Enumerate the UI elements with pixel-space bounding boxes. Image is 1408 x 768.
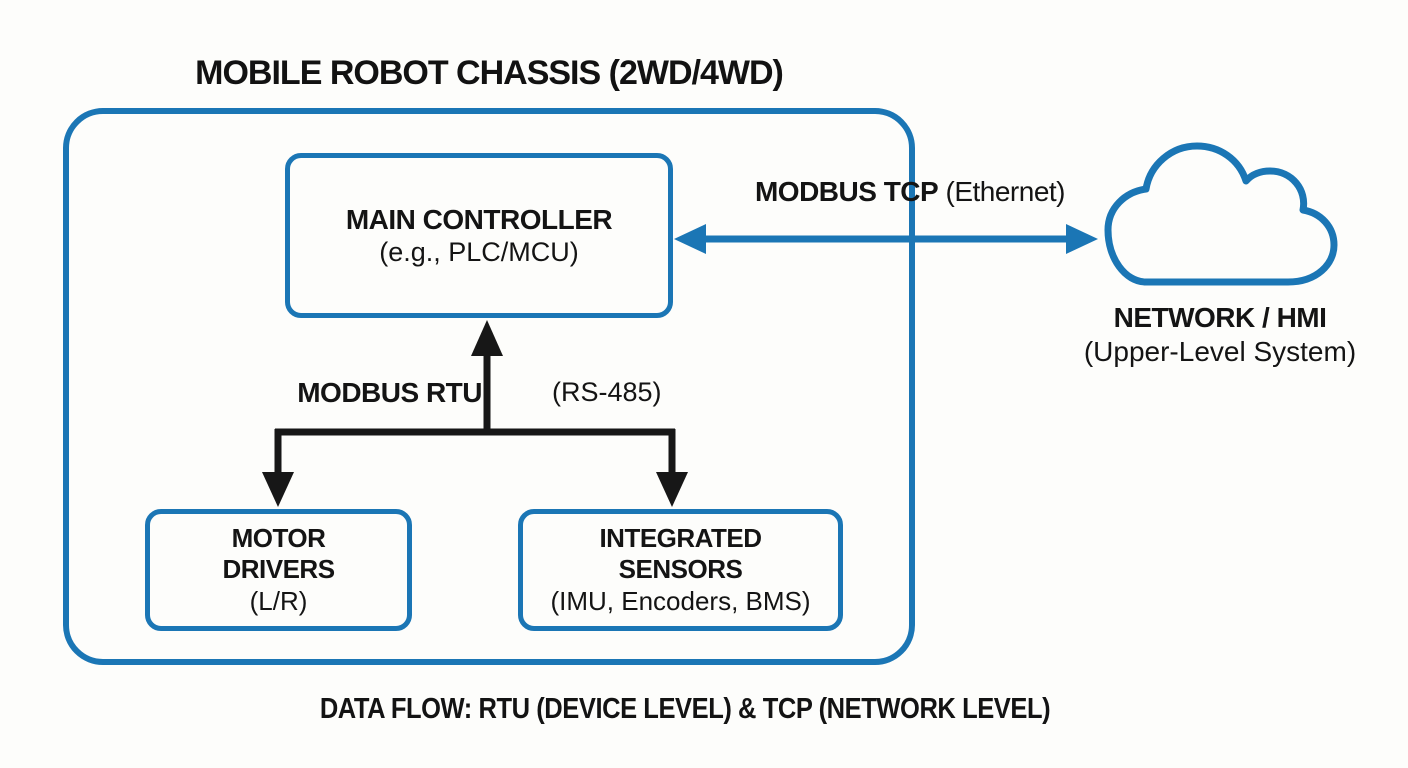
integrated-sensors-title-line1: INTEGRATED bbox=[599, 523, 762, 553]
network-hmi-title: NETWORK / HMI bbox=[1113, 302, 1327, 333]
integrated-sensors-box: INTEGRATED SENSORS (IMU, Encoders, BMS) bbox=[518, 509, 843, 631]
integrated-sensors-subtitle: (IMU, Encoders, BMS) bbox=[550, 586, 811, 616]
integrated-sensors-title-line2: SENSORS bbox=[618, 554, 743, 584]
network-hmi-label: NETWORK / HMI (Upper-Level System) bbox=[1040, 301, 1400, 369]
dataflow-caption: DATA FLOW: RTU (DEVICE LEVEL) & TCP (NET… bbox=[319, 693, 1051, 725]
network-hmi-subtitle: (Upper-Level System) bbox=[1083, 336, 1357, 367]
chassis-title: MOBILE ROBOT CHASSIS (2WD/4WD) bbox=[195, 54, 784, 92]
motor-drivers-subtitle: (L/R) bbox=[249, 586, 308, 616]
modbus-rtu-protocol-label: MODBUS RTU bbox=[297, 377, 482, 408]
modbus-rtu-medium-label: (RS-485) bbox=[552, 377, 662, 407]
main-controller-box: MAIN CONTROLLER (e.g., PLC/MCU) bbox=[285, 153, 673, 318]
modbus-tcp-label: MODBUS TCP (Ethernet) bbox=[700, 176, 1120, 208]
motor-drivers-title-line2: DRIVERS bbox=[222, 554, 335, 584]
main-controller-title: MAIN CONTROLLER bbox=[345, 203, 613, 235]
main-controller-subtitle: (e.g., PLC/MCU) bbox=[379, 236, 579, 267]
motor-drivers-title-line1: MOTOR bbox=[231, 523, 326, 553]
cloud-icon bbox=[1104, 142, 1338, 286]
modbus-tcp-protocol: MODBUS TCP bbox=[754, 176, 939, 207]
modbus-tcp-medium: (Ethernet) bbox=[945, 176, 1066, 207]
motor-drivers-box: MOTOR DRIVERS (L/R) bbox=[145, 509, 412, 631]
chassis-boundary-box bbox=[63, 108, 915, 665]
